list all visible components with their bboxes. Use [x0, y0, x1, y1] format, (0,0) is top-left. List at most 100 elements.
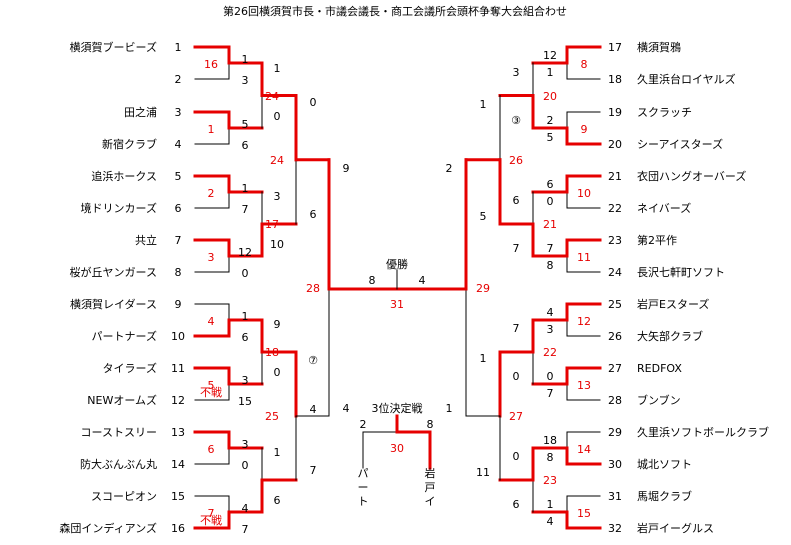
left-team-seed: 13 [171, 426, 185, 439]
score: 3 [547, 323, 554, 336]
left-team-seed: 9 [175, 298, 182, 311]
score: 7 [242, 523, 249, 536]
right-team-name: 長沢七軒町ソフト [637, 265, 725, 279]
score: 1 [242, 310, 249, 323]
score: 5 [547, 131, 554, 144]
game-number: 13 [577, 379, 591, 392]
left-team-name: パートナーズ [92, 329, 157, 343]
right-team-seed: 27 [608, 362, 622, 375]
score: 6 [274, 494, 281, 507]
left-team-name: 防大ぶんぶん丸 [80, 457, 157, 471]
game-number: 8 [581, 58, 588, 71]
score: 8 [547, 451, 554, 464]
left-team-name: NEWオームズ [87, 393, 157, 407]
left-team-name: 森団インディアンズ [59, 521, 157, 535]
score: 7 [547, 242, 554, 255]
forfeit-label: 不戦 [200, 514, 222, 527]
score: 0 [513, 370, 520, 383]
right-team-seed: 17 [608, 41, 622, 54]
right-team-name: 久里浜台ロイヤルズ [637, 72, 736, 86]
score: 3 [274, 190, 281, 203]
score: 6 [242, 331, 249, 344]
right-team-name: 岩戸Eスターズ [637, 297, 709, 311]
score: 6 [242, 139, 249, 152]
score: 5 [480, 210, 487, 223]
score: 3 [513, 66, 520, 79]
score: 6 [310, 208, 317, 221]
score: 7 [310, 464, 317, 477]
game-number: 25 [265, 410, 279, 423]
left-team-seed: 12 [171, 394, 185, 407]
right-team-seed: 32 [608, 522, 622, 535]
game-number: 15 [577, 507, 591, 520]
score: 5 [242, 118, 249, 131]
page-title: 第26回横須賀市長・市議会議長・商工会議所会頭杯争奪大会組合わせ [223, 4, 567, 18]
right-team-name: 衣団ハングオーバーズ [637, 169, 746, 183]
right-team-seed: 18 [608, 73, 622, 86]
right-team-seed: 24 [608, 266, 622, 279]
third-place-team-right: 戸 [425, 481, 436, 494]
left-team-name: スコーピオン [91, 490, 157, 503]
score: 7 [513, 322, 520, 335]
right-team-name: 岩戸イーグルス [637, 521, 714, 535]
score: 9 [274, 318, 281, 331]
left-team-seed: 11 [171, 362, 185, 375]
left-team-seed: 10 [171, 330, 185, 343]
left-team-seed: 5 [175, 170, 182, 183]
game-number: 12 [577, 315, 591, 328]
right-team-name: 大矢部クラブ [637, 329, 703, 343]
left-team-seed: 15 [171, 490, 185, 503]
game-number: 11 [577, 251, 591, 264]
third-place-team-right: イ [425, 495, 436, 508]
score: 8 [547, 259, 554, 272]
score: 2 [547, 114, 554, 127]
left-team-name: 追浜ホークス [91, 169, 157, 183]
left-team-name: 新宿クラブ [102, 137, 157, 151]
score: 8 [427, 418, 434, 431]
right-team-name: 馬堀クラブ [637, 489, 692, 503]
game-number: 3 [208, 251, 215, 264]
third-place-team-right: 岩 [425, 466, 436, 480]
circled-mark: ⑦ [308, 354, 318, 367]
right-team-seed: 20 [608, 138, 622, 151]
score: 0 [274, 110, 281, 123]
right-team-name: 横須賀鴉 [637, 40, 681, 54]
score: 0 [274, 366, 281, 379]
game-number: 9 [581, 123, 588, 136]
score: 2 [360, 418, 367, 431]
game-number: 10 [577, 187, 591, 200]
game-number: 4 [208, 315, 215, 328]
score: 8 [369, 274, 376, 287]
score: 10 [270, 238, 284, 251]
game-number: 1 [208, 123, 215, 136]
game-number: 20 [543, 90, 557, 103]
right-team-seed: 30 [608, 458, 622, 471]
circled-mark: ③ [511, 114, 521, 127]
left-team-name: 境ドリンカーズ [81, 201, 157, 215]
game-number: 22 [543, 346, 557, 359]
score: 4 [547, 515, 554, 528]
right-team-name: シーアイスターズ [637, 137, 723, 151]
right-team-seed: 31 [608, 490, 622, 503]
game-number: 6 [208, 443, 215, 456]
game-number: 23 [543, 474, 557, 487]
game-number: 24 [270, 154, 284, 167]
score: 1 [274, 446, 281, 459]
game-number: 17 [265, 218, 279, 231]
game-number: 26 [509, 154, 523, 167]
right-team-seed: 26 [608, 330, 622, 343]
right-team-name: 久里浜ソフトボールクラブ [637, 425, 769, 439]
bracket-labels: 第26回横須賀市長・市議会議長・商工会議所会頭杯争奪大会組合わせ 横須賀ブービー… [59, 4, 769, 536]
left-team-name: 横須賀ブービーズ [70, 40, 157, 54]
game-number: 16 [204, 58, 218, 71]
score: 3 [242, 74, 249, 87]
score: 4 [343, 402, 350, 415]
score: 4 [419, 274, 426, 287]
game-number: 29 [476, 282, 490, 295]
score: 1 [547, 66, 554, 79]
right-team-name: 第2平作 [637, 233, 677, 247]
third-place-team-left: ト [358, 495, 369, 508]
right-team-name: ブンブン [637, 393, 681, 407]
score: 12 [543, 49, 557, 62]
